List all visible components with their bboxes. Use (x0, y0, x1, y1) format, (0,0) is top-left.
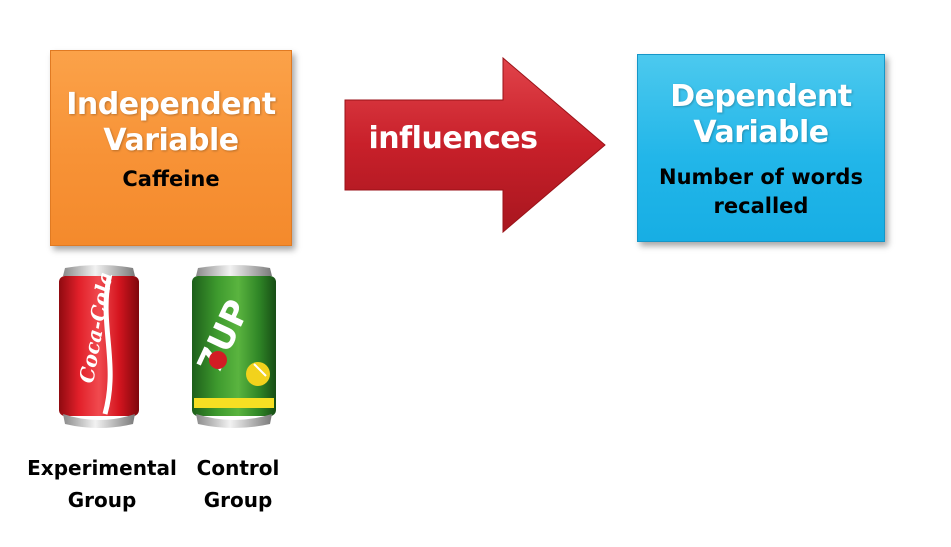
coca-cola-can-icon: Coca-Cola (55, 264, 143, 430)
independent-variable-value: Caffeine (122, 167, 220, 191)
influences-arrow: influences (343, 56, 607, 234)
experimental-group-label: Experimental Group (27, 456, 177, 512)
7up-can-icon: 7UP (188, 264, 280, 430)
arrow-shape (344, 56, 606, 234)
independent-variable-title: Independent Variable (66, 87, 276, 158)
influences-label: influences (368, 121, 538, 156)
dependent-variable-title: Dependent Variable (670, 79, 852, 150)
dependent-variable-value: Number of words recalled (659, 165, 863, 218)
dependent-variable-box: Dependent Variable Number of words recal… (637, 54, 885, 242)
independent-variable-box: Independent Variable Caffeine (50, 50, 292, 246)
control-group-label: Control Group (196, 456, 280, 512)
